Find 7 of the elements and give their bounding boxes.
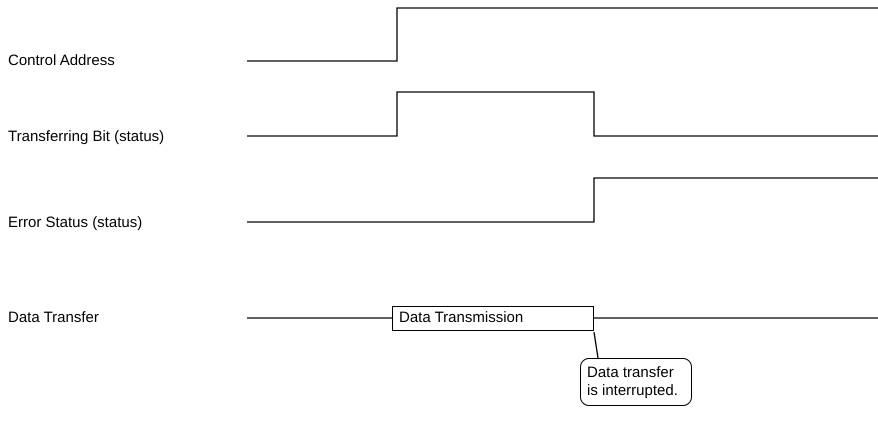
- signal-name: Data Transfer: [8, 309, 99, 327]
- leader-line: [593, 332, 599, 358]
- signal-name: Error Status (status): [8, 214, 142, 232]
- data-transmission-box: Data Transmission: [392, 306, 594, 331]
- callout-bubble: Data transfer is interrupted.: [580, 358, 692, 406]
- signal-name: Transferring Bit (status): [8, 128, 164, 146]
- signal-name: Control Address: [8, 52, 115, 70]
